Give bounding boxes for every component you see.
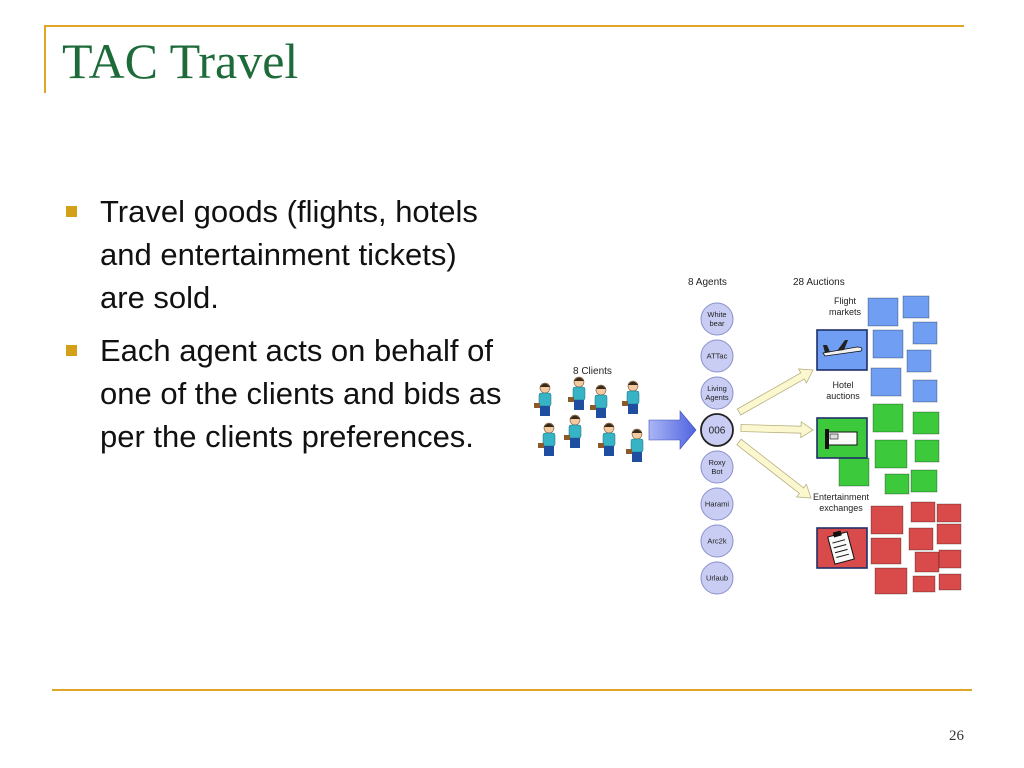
client-person-icon	[538, 422, 556, 456]
auction-square	[938, 573, 962, 591]
auction-square	[912, 321, 938, 345]
agent-label: Living	[707, 384, 727, 393]
auction-square	[936, 503, 962, 523]
auction-square	[870, 367, 902, 397]
bullet-list: Travel goods (flights, hotels and entert…	[62, 190, 502, 468]
client-person-icon	[626, 428, 644, 462]
auction-square	[870, 537, 902, 565]
agent-circle	[700, 339, 734, 373]
arrow-to-flights	[736, 368, 814, 416]
bullet-text: Travel goods (flights, hotels and entert…	[100, 194, 478, 315]
agent-circle	[700, 524, 734, 558]
agent-node: 006	[700, 413, 734, 447]
market-label: exchanges	[819, 503, 863, 513]
agent-node: Arc2k	[700, 524, 734, 558]
agent-label: Harami	[705, 500, 730, 509]
client-person-icon	[590, 384, 608, 418]
auction-square	[867, 297, 899, 327]
page-number: 26	[949, 728, 964, 744]
agent-label: White	[707, 310, 726, 319]
agent-circle	[700, 302, 734, 336]
bullet-item: Travel goods (flights, hotels and entert…	[62, 190, 502, 319]
market-label: Flight	[834, 296, 857, 306]
agent-circle	[700, 450, 734, 484]
agent-label: ATTac	[707, 352, 728, 361]
clients-group	[534, 376, 644, 462]
square-bullet-icon	[66, 345, 77, 356]
agent-label: 006	[709, 426, 726, 437]
bullet-item: Each agent acts on behalf of one of the …	[62, 329, 502, 458]
agent-label: Roxy	[708, 458, 725, 467]
market-label: auctions	[826, 391, 860, 401]
auctions-label: 28 Auctions	[793, 277, 845, 288]
auction-square	[906, 349, 932, 373]
agent-node: Harami	[700, 487, 734, 521]
arrow-to-hotels	[740, 420, 814, 439]
auction-square	[914, 439, 940, 463]
client-person-icon	[534, 382, 552, 416]
agent-label: Arc2k	[707, 537, 726, 546]
auction-square	[908, 527, 934, 551]
auction-square	[912, 411, 940, 435]
auction-square	[912, 379, 938, 403]
auction-square	[874, 567, 908, 595]
client-person-icon	[598, 422, 616, 456]
auction-square	[936, 523, 962, 545]
agent-label: bear	[709, 319, 725, 328]
auction-square	[910, 501, 936, 523]
auction-square	[872, 403, 904, 433]
client-person-icon	[564, 414, 582, 448]
square-bullet-icon	[66, 206, 77, 217]
client-person-icon	[568, 376, 586, 410]
agent-label: Urlaub	[706, 574, 728, 583]
agent-label: Agents	[705, 393, 729, 402]
frame-top-rule	[44, 25, 964, 27]
frame-left-rule	[44, 25, 46, 93]
clients-label: 8 Clients	[573, 366, 612, 377]
auction-square	[874, 439, 908, 469]
agent-circle	[700, 413, 734, 447]
clients-to-agent-arrow	[648, 410, 697, 450]
tac-diagram: 8 Clients 8 Agents 28 Auctions Whitebear…	[534, 277, 962, 595]
auction-square	[938, 549, 962, 569]
auction-square	[910, 469, 938, 493]
arrow-to-entertainment	[736, 438, 812, 499]
auction-square	[870, 505, 904, 535]
airplane-icon	[822, 346, 863, 357]
auction-square	[902, 295, 930, 319]
bullet-text: Each agent acts on behalf of one of the …	[100, 333, 502, 454]
agent-node: Urlaub	[700, 561, 734, 595]
auction-square	[838, 457, 870, 487]
auction-square	[912, 575, 936, 593]
client-person-icon	[622, 380, 640, 414]
market-arrows	[736, 368, 814, 499]
agents-label: 8 Agents	[688, 277, 727, 288]
agent-circle	[700, 376, 734, 410]
markets-group: FlightmarketsHotelauctionsEntertainmente…	[813, 295, 962, 595]
slide-title: TAC Travel	[62, 33, 299, 89]
auction-square	[884, 473, 910, 495]
market-label: Hotel	[832, 380, 853, 390]
footer-rule	[52, 689, 972, 691]
agent-node: ATTac	[700, 339, 734, 373]
auction-square	[914, 551, 940, 573]
market-label: Entertainment	[813, 492, 870, 502]
auction-square	[872, 329, 904, 359]
agent-circle	[700, 561, 734, 595]
agent-circle	[700, 487, 734, 521]
market-label: markets	[829, 307, 862, 317]
agent-label: Bot	[711, 467, 723, 476]
